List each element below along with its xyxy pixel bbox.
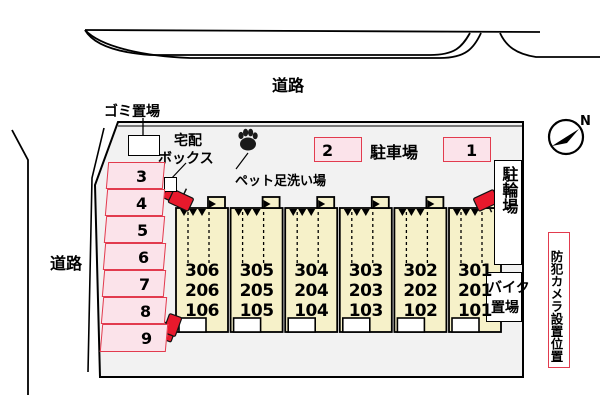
- compass-rose-icon: N: [547, 114, 591, 156]
- unit-balcony-notch: [207, 196, 226, 209]
- balcony-arrow-icon: [252, 209, 261, 216]
- parking-space-8[interactable]: [100, 297, 168, 324]
- balcony-arrow-icon: [398, 209, 407, 216]
- balcony-arrow-icon: [361, 209, 370, 216]
- balcony-arrow-icon: [352, 209, 361, 216]
- entry-arrow-icon: [427, 200, 435, 208]
- parking-space-6[interactable]: [102, 243, 167, 270]
- unit-balcony-notch: [370, 196, 390, 209]
- legend-security-camera-label: 防犯カメラ設置位置: [548, 250, 564, 363]
- parking-space-7-number: 7: [139, 275, 151, 294]
- parking-space-4-number: 4: [136, 194, 148, 213]
- paw-print-icon: [235, 128, 258, 170]
- parking-space-2[interactable]: [314, 137, 362, 162]
- unit-number: 202: [403, 281, 438, 301]
- legend-box: [548, 232, 570, 368]
- balcony-arrow-icon: [453, 209, 461, 216]
- unit-number: 306: [185, 261, 220, 281]
- entry-arrow-icon: [318, 200, 326, 208]
- motorcycle-parking-label-line2: 置場: [491, 300, 519, 316]
- unit-number: 303: [348, 261, 384, 281]
- parking-space-1[interactable]: [443, 137, 491, 162]
- garbage-area-label: ゴミ置場: [104, 104, 160, 120]
- unit-balcony-notch: [316, 196, 336, 209]
- road-label-left: 道路: [50, 254, 83, 273]
- parking-space-8-number: 8: [140, 302, 152, 321]
- parking-space-1-number: 1: [466, 141, 478, 160]
- parking-space-4[interactable]: [104, 189, 166, 216]
- unit-number: 201: [458, 281, 493, 301]
- unit-number: 102: [403, 301, 438, 321]
- balcony-arrow-icon: [189, 209, 197, 216]
- motorcycle-parking-label-line1: バイク: [488, 280, 530, 296]
- pet-wash-label: ペット足洗い場: [235, 174, 327, 189]
- parking-space-5[interactable]: [103, 216, 166, 243]
- parking-space-2-number: 2: [322, 141, 334, 160]
- entry-arrow-icon: [372, 200, 380, 208]
- unit-number: 206: [185, 281, 220, 301]
- unit-number: 204: [294, 281, 329, 301]
- unit-balcony-notch: [261, 196, 281, 209]
- svg-text:N: N: [580, 114, 591, 129]
- balcony-arrow-icon: [416, 209, 425, 216]
- road-label-top: 道路: [272, 76, 305, 95]
- unit-entrance: [287, 317, 317, 333]
- balcony-arrow-icon: [462, 209, 470, 216]
- bicycle-parking-label: 駐輪場: [499, 166, 519, 214]
- balcony-arrow-icon: [343, 209, 352, 216]
- delivery-box-label-line2: ボックス: [158, 151, 214, 167]
- balcony-arrow-icon: [307, 209, 316, 216]
- unit-entrance: [451, 317, 480, 333]
- building-unit: [284, 207, 339, 333]
- entry-arrow-icon: [209, 200, 216, 208]
- unit-number: 301: [458, 261, 493, 281]
- unit-number: 205: [239, 281, 275, 301]
- delivery-box-icon: [164, 177, 177, 192]
- balcony-arrow-icon: [198, 209, 206, 216]
- balcony-arrow-icon: [289, 209, 298, 216]
- unit-number: 105: [239, 301, 275, 321]
- balcony-arrow-icon: [471, 209, 479, 216]
- delivery-box-label-line1: 宅配: [174, 133, 202, 149]
- unit-number: 203: [348, 281, 384, 301]
- balcony-arrow-icon: [243, 209, 252, 216]
- unit-balcony-notch: [425, 196, 445, 209]
- building-unit: [393, 207, 448, 333]
- unit-number: 302: [403, 261, 438, 281]
- unit-number: 106: [185, 301, 220, 321]
- balcony-arrow-icon: [407, 209, 416, 216]
- unit-number: 304: [294, 261, 329, 281]
- parking-space-9-number: 9: [141, 329, 153, 348]
- parking-space-5-number: 5: [137, 221, 149, 240]
- building-unit: [338, 207, 393, 333]
- parking-space-6-number: 6: [138, 248, 150, 267]
- garbage-area-box: [128, 135, 160, 156]
- unit-entrance: [396, 317, 426, 333]
- balcony-arrow-icon: [298, 209, 307, 216]
- unit-number: 104: [294, 301, 329, 321]
- balcony-arrow-icon: [234, 209, 243, 216]
- bicycle-parking-box[interactable]: [494, 160, 522, 265]
- parking-lot-label: 駐車場: [370, 143, 419, 162]
- motorcycle-parking-box[interactable]: [486, 272, 522, 322]
- unit-entrance: [232, 317, 262, 333]
- road-left-shape: [11, 127, 105, 395]
- road-top-shape: [84, 29, 600, 59]
- parking-space-3-number: 3: [136, 167, 148, 186]
- entry-arrow-icon: [263, 200, 271, 208]
- unit-number: 103: [348, 301, 384, 321]
- parking-space-7[interactable]: [101, 270, 167, 297]
- parking-space-9[interactable]: [99, 324, 169, 352]
- unit-number: 101: [458, 301, 493, 321]
- unit-number: 305: [239, 261, 275, 281]
- unit-entrance: [341, 317, 371, 333]
